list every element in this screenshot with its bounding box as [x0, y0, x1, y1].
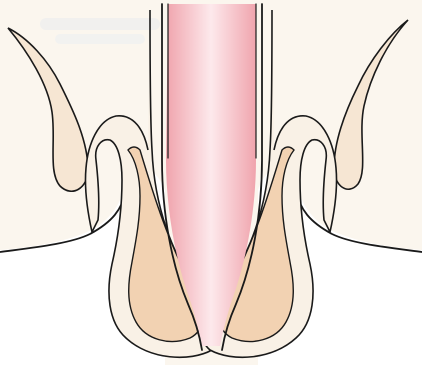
anatomy-diagram — [0, 0, 422, 365]
